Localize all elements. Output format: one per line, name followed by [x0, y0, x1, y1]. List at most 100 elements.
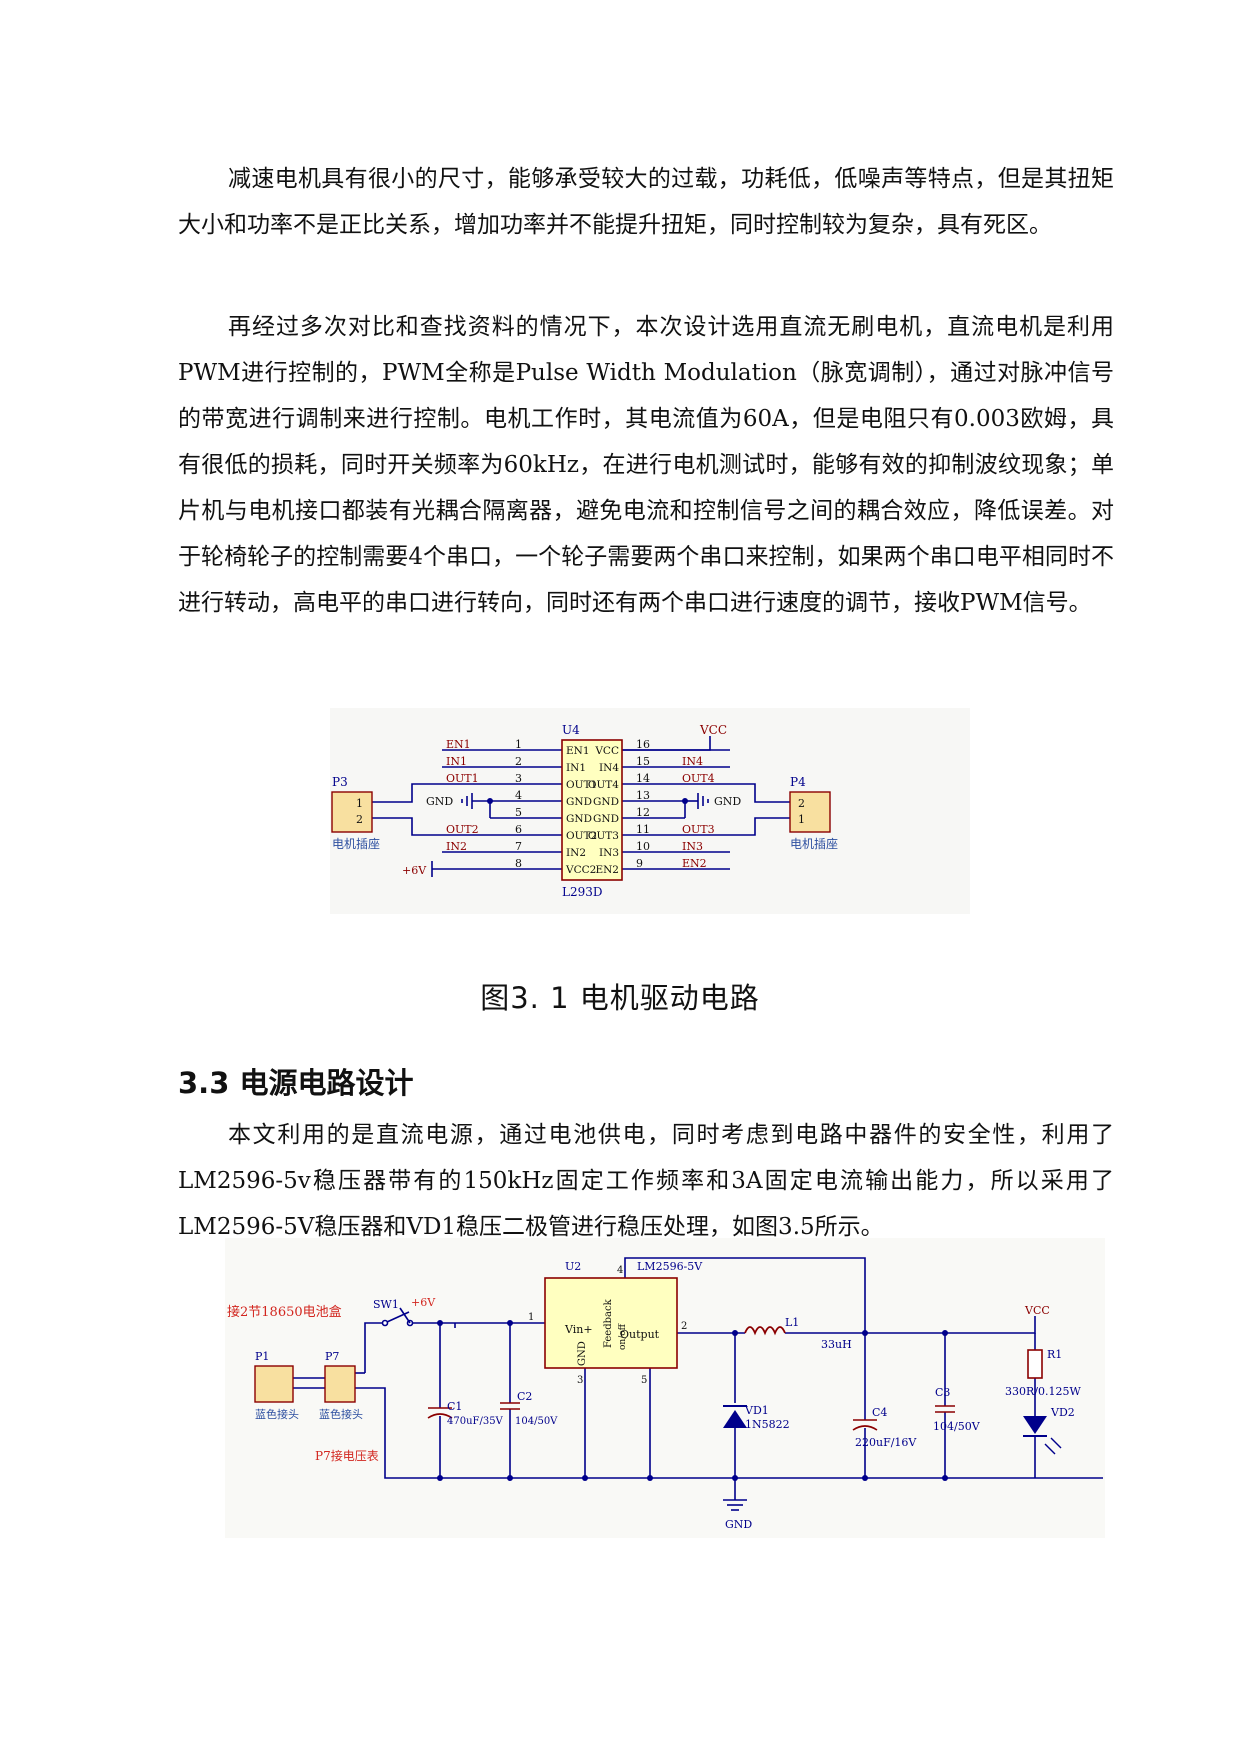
c2-value: 104/50V	[515, 1416, 558, 1427]
power-supply-svg: Vin+ Output GND Feedback on/off 1 2 3 4 …	[227, 1257, 1103, 1531]
pin-number: 13	[636, 789, 650, 802]
gnd-bottom-label: GND	[725, 1518, 752, 1531]
pin-number: 5	[515, 806, 522, 819]
lm2596-label: LM2596-5V	[637, 1260, 703, 1273]
pin-name: IN2	[566, 847, 586, 859]
p7-label: P7	[325, 1350, 339, 1363]
pin-number: 1	[528, 1312, 534, 1323]
p4-ref: P4	[790, 775, 806, 789]
p4-label: 电机插座	[790, 836, 838, 851]
pin-name: IN4	[599, 762, 619, 774]
p3-ref: P3	[332, 775, 348, 789]
power-supply-schematic: Vin+ Output GND Feedback on/off 1 2 3 4 …	[225, 1238, 1105, 1538]
pin-number: 15	[636, 755, 650, 768]
pin-name: GND	[593, 796, 619, 808]
c4-value: 220uF/16V	[855, 1436, 917, 1449]
pin-number: 4	[515, 789, 522, 802]
net-label: IN3	[682, 840, 703, 853]
c3-value: 104/50V	[933, 1420, 981, 1433]
plus6v-label: +6V	[402, 864, 427, 877]
vin-label: Vin+	[564, 1323, 593, 1336]
pin-number: 12	[636, 806, 650, 819]
plus6v-label: +6V	[411, 1296, 436, 1309]
gnd-pin-label: GND	[577, 1341, 588, 1366]
pin-name: EN2	[595, 864, 619, 876]
pin-number: 8	[515, 857, 522, 870]
lm2596-chip-body	[544, 1277, 678, 1369]
feedback-label: Feedback	[603, 1298, 614, 1348]
p1-blue-connector-label: 蓝色接头	[255, 1407, 299, 1421]
p1-connector	[254, 1365, 294, 1403]
l1-label: L1	[785, 1316, 799, 1329]
chip-name-label: L293D	[562, 885, 603, 899]
net-label: OUT4	[682, 772, 715, 785]
pin-number: 5	[641, 1375, 647, 1386]
pin-number: 10	[636, 840, 650, 853]
pin-number: 14	[636, 772, 650, 785]
gnd-left-label: GND	[426, 795, 453, 808]
p3-pin: 2	[356, 813, 363, 826]
section-heading: 3.3 电源电路设计	[178, 1060, 414, 1102]
r1-label: R1	[1047, 1348, 1062, 1361]
figure-caption: 图3. 1 电机驱动电路	[480, 981, 760, 1015]
pin-name: GND	[566, 813, 592, 825]
paragraph-brushless-motor: 再经过多次对比和查找资料的情况下，本次设计选用直流无刷电机，直流电机是利用PWM…	[178, 314, 1114, 616]
p7-connector	[324, 1365, 356, 1403]
pin-name: OUT1	[566, 779, 597, 791]
vcc-label: VCC	[699, 723, 727, 737]
pin-number: 11	[636, 823, 650, 836]
pin-name: OUT4	[588, 779, 619, 791]
vcc-label: VCC	[1024, 1304, 1050, 1317]
pin-name: GND	[566, 796, 592, 808]
c3-label: C3	[935, 1386, 950, 1399]
net-label: IN2	[446, 840, 467, 853]
pin-name: VCC	[594, 745, 619, 757]
p3-label: 电机插座	[332, 836, 380, 851]
pin-name: IN1	[566, 762, 586, 774]
p4-pin: 1	[798, 813, 805, 826]
net-label: EN1	[446, 738, 471, 751]
pin-name: GND	[593, 813, 619, 825]
vd1-value: 1N5822	[745, 1418, 790, 1431]
p7-voltmeter-note: P7接电压表	[315, 1448, 379, 1463]
net-label: OUT1	[446, 772, 479, 785]
pin-number: 1	[515, 738, 522, 751]
onoff-label: on/off	[618, 1323, 628, 1350]
p7-blue-connector-label: 蓝色接头	[319, 1407, 363, 1421]
vd2-label: VD2	[1050, 1406, 1075, 1419]
chip-ref-label: U4	[562, 723, 580, 737]
battery-label: 接2节18650电池盒	[227, 1304, 342, 1320]
pin-number: 3	[577, 1375, 583, 1386]
pin-number: 3	[515, 772, 522, 785]
p4-connector	[789, 791, 831, 833]
pin-number: 9	[636, 857, 643, 870]
net-label: OUT2	[446, 823, 479, 836]
pin-name: VCC2	[565, 864, 596, 876]
section-number: 3.3	[178, 1066, 230, 1100]
net-label: IN4	[682, 755, 703, 768]
pin-number: 7	[515, 840, 522, 853]
sw1-label: SW1	[373, 1298, 399, 1311]
p4-pin: 2	[798, 797, 805, 810]
p3-connector	[331, 791, 373, 833]
u2-label: U2	[565, 1260, 581, 1273]
pin-number: 4	[617, 1265, 623, 1276]
motor-driver-schematic: U4 L293D VCC +6V GND GND 1 2 3 4 5 6 7 8…	[330, 708, 970, 914]
c1-value: 470uF/35V	[447, 1416, 504, 1427]
l1-value: 33uH	[821, 1338, 852, 1351]
output-label: Output	[620, 1328, 660, 1341]
paragraph-geared-motor: 减速电机具有很小的尺寸，能够承受较大的过载，功耗低，低噪声等特点，但是其扭矩大小…	[178, 166, 1114, 238]
p1-label: P1	[255, 1350, 269, 1363]
gnd-right-label: GND	[714, 795, 741, 808]
pin-name: OUT2	[566, 830, 597, 842]
pin-number: 16	[636, 738, 650, 751]
pin-name: IN3	[599, 847, 619, 859]
r1-value: 330R/0.125W	[1005, 1385, 1081, 1398]
c2-label: C2	[517, 1390, 532, 1403]
pin-name: OUT3	[588, 830, 619, 842]
motor-driver-svg: U4 L293D VCC +6V GND GND 1 2 3 4 5 6 7 8…	[331, 723, 838, 899]
l293d-chip-body	[561, 739, 623, 881]
c1-label: C1	[447, 1400, 462, 1413]
net-label: OUT3	[682, 823, 715, 836]
